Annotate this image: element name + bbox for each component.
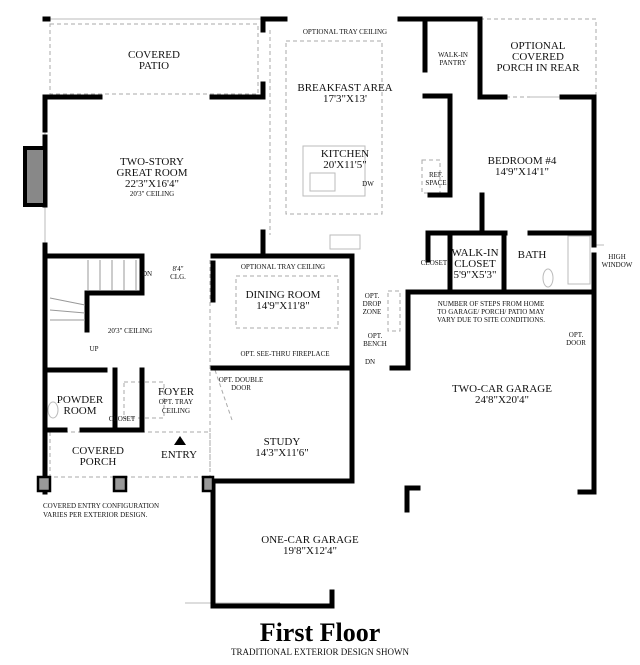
- great-room-ceiling: 20'3" CEILING: [130, 190, 174, 198]
- covered-porch-label: COVERED: [72, 445, 124, 457]
- dining-size: 14'9"X11'8": [256, 300, 309, 312]
- double-door-label: DOOR: [231, 384, 251, 392]
- fireplace-icon: [23, 146, 47, 207]
- great-room-size: 22'3"X16'4": [125, 178, 179, 190]
- walkin-closet-size: 5'9"X5'3": [454, 269, 497, 281]
- steps-note: VARY DUE TO SITE CONDITIONS.: [437, 316, 545, 324]
- closet-label: CLOSET: [421, 259, 448, 267]
- powder-room-label: POWDER: [57, 394, 104, 406]
- great-room-label: TWO-STORY: [120, 156, 184, 168]
- stairs-icon: [49, 260, 137, 321]
- cooktop-icon: [329, 234, 361, 250]
- breakfast-label: BREAKFAST AREA: [297, 82, 392, 94]
- ref-space-label: REF.: [429, 171, 443, 179]
- drop-zone-label: DROP: [363, 300, 382, 308]
- bench-label: BENCH: [363, 340, 387, 348]
- high-window-label: WINDOW: [602, 261, 633, 269]
- rear-porch-label: PORCH IN REAR: [496, 62, 580, 74]
- bench-label: OPT.: [368, 332, 383, 340]
- walkin-closet-label: CLOSET: [454, 258, 496, 270]
- floor-subtitle: TRADITIONAL EXTERIOR DESIGN SHOWN: [231, 647, 409, 657]
- entry-note: COVERED ENTRY CONFIGURATION: [43, 502, 159, 510]
- drop-zone-label: ZONE: [363, 308, 382, 316]
- covered-patio-label: COVERED: [128, 49, 180, 61]
- rear-porch-label: OPTIONAL: [511, 40, 566, 52]
- toilet-icon: [47, 401, 59, 419]
- stair-dn-label: DN: [142, 270, 152, 278]
- bedroom4-size: 14'9"X14'1": [495, 166, 549, 178]
- steps-note: NUMBER OF STEPS FROM HOME: [438, 300, 545, 308]
- fireplace-label: OPT. SEE-THRU FIREPLACE: [240, 350, 329, 358]
- breakfast-tray: OPTIONAL TRAY CEILING: [303, 28, 387, 36]
- stair-clg-label: CLG.: [170, 273, 186, 281]
- two-car-garage-label: TWO-CAR GARAGE: [452, 383, 552, 395]
- foyer-tray: OPT. TRAY: [159, 398, 194, 406]
- kitchen-label: KITCHEN: [321, 148, 369, 160]
- opt-door-label: OPT.: [569, 331, 584, 339]
- ref-space-label: SPACE: [425, 179, 446, 187]
- one-car-garage-size: 19'8"X12'4": [283, 545, 337, 557]
- study-size: 14'3"X11'6": [255, 447, 308, 459]
- covered-porch-label: PORCH: [80, 456, 117, 468]
- bath-label: BATH: [518, 249, 547, 261]
- entry-note: VARIES PER EXTERIOR DESIGN.: [43, 511, 148, 519]
- stair-clg-label: 8'4": [172, 265, 183, 273]
- drop-zone-label: OPT.: [365, 292, 380, 300]
- stair-up-label: UP: [90, 345, 99, 353]
- fixtures: [23, 145, 591, 493]
- opt-door-label: DOOR: [566, 339, 586, 347]
- breakfast-size: 17'3"X13': [323, 93, 367, 105]
- two-car-garage-size: 24'8"X20'4": [475, 394, 529, 406]
- dining-tray: OPTIONAL TRAY CEILING: [241, 263, 325, 271]
- bathtub-icon: [567, 235, 591, 285]
- entry-label: ENTRY: [161, 449, 197, 461]
- porch-post: [36, 475, 52, 493]
- double-door-label: OPT. DOUBLE: [219, 376, 264, 384]
- foyer-ceiling-label: 20'3" CEILING: [108, 327, 152, 335]
- pantry-label: PANTRY: [440, 59, 467, 67]
- floor-title: First Floor: [260, 618, 381, 647]
- toilet-icon: [542, 268, 554, 288]
- high-window-label: HIGH: [608, 253, 626, 261]
- great-room-label: GREAT ROOM: [116, 167, 187, 179]
- bedroom4-label: BEDROOM #4: [488, 155, 557, 167]
- pantry-label: WALK-IN: [438, 51, 468, 59]
- dishwasher-label: DW: [362, 180, 374, 188]
- study-label: STUDY: [264, 436, 301, 448]
- dn-label: DN: [365, 358, 375, 366]
- foyer-label: FOYER: [158, 386, 195, 398]
- powder-room-label: ROOM: [63, 405, 96, 417]
- kitchen-size: 20'X11'5": [323, 159, 367, 171]
- covered-patio-label: PATIO: [139, 60, 169, 72]
- kitchen-island: [302, 145, 366, 197]
- rear-porch-label: COVERED: [512, 51, 564, 63]
- porch-post: [201, 475, 215, 493]
- foyer-tray: CEILING: [162, 407, 190, 415]
- walkin-closet-label: WALK-IN: [451, 247, 498, 259]
- one-car-garage-label: ONE-CAR GARAGE: [261, 534, 359, 546]
- steps-note: TO GARAGE/ PORCH/ PATIO MAY: [437, 308, 545, 316]
- porch-post: [112, 475, 128, 493]
- entry-arrow-icon: [174, 436, 186, 445]
- dining-label: DINING ROOM: [246, 289, 321, 301]
- sink-icon: [309, 172, 336, 192]
- closet-label: CLOSET: [109, 415, 136, 423]
